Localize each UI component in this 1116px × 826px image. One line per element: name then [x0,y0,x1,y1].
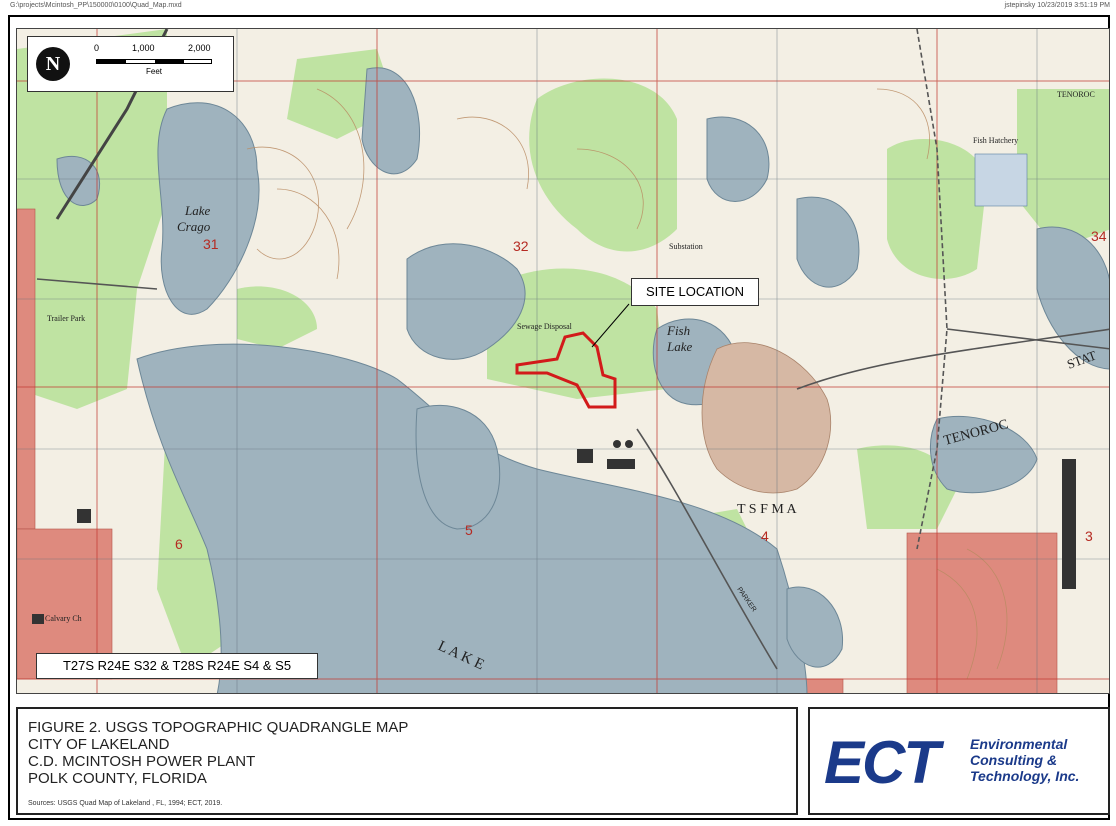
urban-south-small [802,678,844,693]
veg-east-2 [857,445,957,529]
contour-3 [456,116,529,190]
logo-line-1: Environmental [970,736,1068,752]
building-1 [607,459,635,469]
scale-label-0: 0 [94,43,100,53]
figure-title-line-1: FIGURE 2. USGS TOPOGRAPHIC QUADRANGLE MA… [28,719,409,736]
calvary-label: Calvary Ch [45,614,82,623]
urban-west-strip [17,208,36,530]
plant-structures [32,440,1076,624]
lake-south-pit [415,404,501,530]
veg-mid-west [237,286,317,349]
figure-title-line-4: POLK COUNTY, FLORIDA [28,770,207,787]
section-31-label: 31 [203,236,219,252]
ect-logo-mark: ECT [824,729,940,796]
contour-5 [876,88,930,160]
tank-1 [613,440,621,448]
contour-6 [966,548,1008,670]
site-location-label: SITE LOCATION [631,278,759,306]
township-range-label: T27S R24E S32 & T28S R24E S4 & S5 [36,653,318,679]
scale-units-label: Feet [146,67,163,76]
water-bodies [56,67,1109,693]
contour-1 [246,146,319,260]
contour-8 [316,88,365,230]
east-road [946,328,1109,350]
lake-north-32 [406,243,526,360]
section-4-label: 4 [761,528,769,544]
logo-line-2: Consulting & [970,752,1058,768]
section-6-label: 6 [175,536,183,552]
sources-note: Sources: USGS Quad Map of Lakeland , FL,… [28,800,223,807]
veg-north-central [529,78,677,252]
fish-lake-label-2: Lake [666,339,693,354]
veg-west-strip [17,29,167,409]
building-5 [32,614,44,624]
tenoroc-road [916,29,948,550]
north-arrow-scale-box: N 0 1,000 2,000 Feet [27,36,234,92]
fish-hatchery-ponds [974,153,1028,207]
trailer-park-label: Trailer Park [47,314,85,323]
lake-northeast-3 [1036,226,1109,370]
contour-2 [276,188,340,280]
tsfma-label: T S F M A [737,502,798,517]
building-2 [577,449,593,463]
lake-tenoroc [929,415,1038,494]
section-32-label: 32 [513,238,529,254]
lake-north-center [361,67,421,175]
contour-7 [936,568,978,680]
site-leader-line [591,303,630,348]
west-road [36,278,158,290]
state-road [796,328,1109,390]
figure-title-line-2: CITY OF LAKELAND [28,736,170,753]
section-5-label: 5 [465,522,473,538]
urban-southeast [906,532,1058,693]
lake-crago-label-2: Crago [177,219,211,234]
lake-crago [157,102,260,315]
site-outline [515,331,617,409]
figure-title-line-3: C.D. MCINTOSH POWER PLANT [28,753,256,770]
tank-2 [625,440,633,448]
scale-bar [96,59,212,64]
building-3 [1062,459,1076,589]
lake-east-south [786,586,844,668]
section-34-label: 34 [1091,228,1107,244]
disturbed-land [701,342,832,494]
title-block: FIGURE 2. USGS TOPOGRAPHIC QUADRANGLE MA… [16,707,798,815]
contour-4 [576,148,644,230]
company-logo-block: ECT Environmental Consulting & Technolog… [808,707,1110,815]
contour-lines [246,88,1008,680]
building-4 [77,509,91,523]
substation-label: Substation [669,242,703,251]
topographic-map[interactable]: Lake Crago Fish Lake L A K E Sewage Disp… [16,28,1110,694]
file-path-label: G:\projects\Mcintosh_PP\150000\0100\Quad… [10,2,182,9]
fish-hatchery-label: Fish Hatchery [973,136,1018,145]
parker-road [636,428,778,670]
lake-northeast-2 [796,196,860,288]
logo-line-3: Technology, Inc. [970,768,1080,784]
quad-grid [17,29,1109,693]
hatchery-ponds [974,153,1028,207]
veg-east-1 [1017,89,1109,249]
sewage-disposal-label: Sewage Disposal [517,322,573,331]
scale-label-2000: 2,000 [188,43,211,53]
section-3-label: 3 [1085,528,1093,544]
north-arrow-icon: N [36,47,70,81]
scale-label-1000: 1,000 [132,43,155,53]
lake-crago-label-1: Lake [184,203,211,218]
fish-lake-label-1: Fish [666,323,690,338]
print-stamp-label: jstepinsky 10/23/2019 3:51:19 PM [1004,2,1110,9]
scale-bar-fill [97,60,126,63]
scale-bar-fill-2 [155,60,184,63]
tenoroc-top-label: TENOROC [1057,90,1095,99]
